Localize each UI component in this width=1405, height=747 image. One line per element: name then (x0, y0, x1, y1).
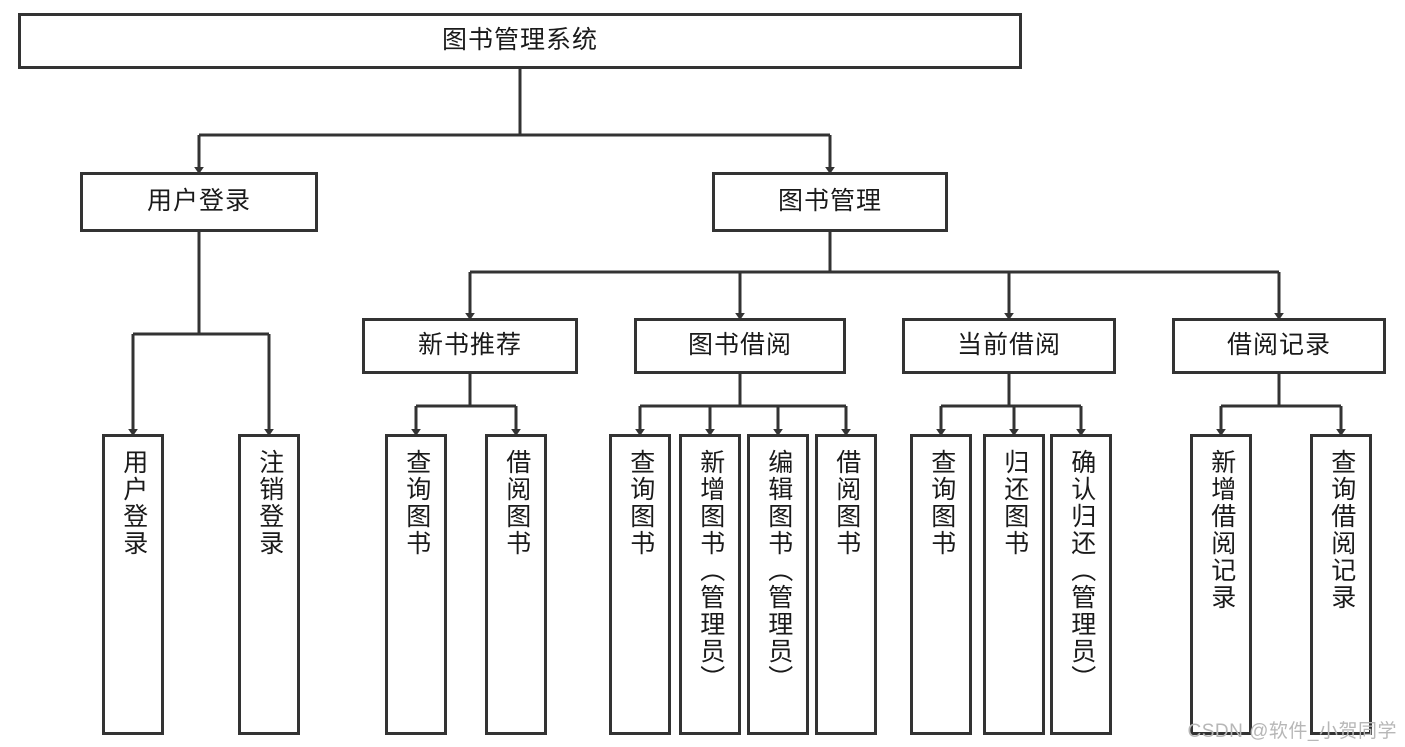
node-l2-borrow-record[interactable]: 借阅记录 (1172, 318, 1386, 374)
node-l2-book-borrow[interactable]: 图书借阅 (634, 318, 846, 374)
node-label: 新增借阅记录 (1207, 449, 1236, 611)
node-label: 确认归还（管理员） (1067, 449, 1096, 692)
node-label: 借阅图书 (502, 449, 531, 557)
node-l2-new-book-rec[interactable]: 新书推荐 (362, 318, 578, 374)
node-label: 图书借阅 (687, 331, 792, 360)
node-l1-book-mgmt[interactable]: 图书管理 (712, 172, 948, 232)
node-label: 用户登录 (146, 187, 251, 216)
node-l3-edit-book[interactable]: 编辑图书（管理员） (747, 434, 809, 735)
node-l3-user-login[interactable]: 用户登录 (102, 434, 164, 735)
node-l3-query-record[interactable]: 查询借阅记录 (1310, 434, 1372, 735)
node-label: 注销登录 (255, 449, 284, 557)
node-label: 借阅图书 (832, 449, 861, 557)
node-l2-current-borrow[interactable]: 当前借阅 (902, 318, 1116, 374)
node-label: 查询图书 (626, 449, 655, 557)
node-label: 借阅记录 (1226, 331, 1331, 360)
node-root[interactable]: 图书管理系统 (18, 13, 1022, 69)
node-l3-add-record[interactable]: 新增借阅记录 (1190, 434, 1252, 735)
node-label: 编辑图书（管理员） (764, 449, 793, 692)
node-l3-borrow-book-b[interactable]: 借阅图书 (815, 434, 877, 735)
node-l3-return-book[interactable]: 归还图书 (983, 434, 1045, 735)
node-l3-add-book[interactable]: 新增图书（管理员） (679, 434, 741, 735)
node-label: 图书管理 (777, 187, 882, 216)
node-label: 图书管理系统 (441, 26, 598, 55)
connector-lines (128, 69, 1346, 436)
node-label: 新书推荐 (417, 331, 522, 360)
node-l1-user-login[interactable]: 用户登录 (80, 172, 318, 232)
node-label: 查询借阅记录 (1327, 449, 1356, 611)
node-label: 新增图书（管理员） (696, 449, 725, 692)
node-label: 归还图书 (1000, 449, 1029, 557)
node-label: 查询图书 (402, 449, 431, 557)
node-l3-query-book-c[interactable]: 查询图书 (910, 434, 972, 735)
node-label: 当前借阅 (956, 331, 1061, 360)
node-l3-confirm-return[interactable]: 确认归还（管理员） (1050, 434, 1112, 735)
node-l3-query-book-b[interactable]: 查询图书 (609, 434, 671, 735)
node-label: 用户登录 (119, 449, 148, 557)
node-label: 查询图书 (927, 449, 956, 557)
node-l3-borrow-book-a[interactable]: 借阅图书 (485, 434, 547, 735)
node-l3-query-book-a[interactable]: 查询图书 (385, 434, 447, 735)
node-l3-logout[interactable]: 注销登录 (238, 434, 300, 735)
